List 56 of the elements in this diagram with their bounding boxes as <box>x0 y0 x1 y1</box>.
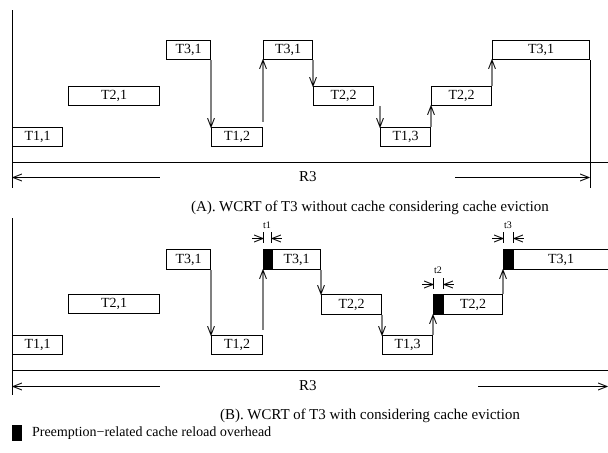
task-box <box>321 294 382 315</box>
task-label: T1,2 <box>224 338 250 352</box>
arrow <box>207 60 215 128</box>
task-label: T3,1 <box>283 252 310 266</box>
task-label: T2,1 <box>100 89 128 103</box>
task-label: T2,2 <box>460 298 486 312</box>
task-label: T3,1 <box>175 43 202 57</box>
legend-label: Preemption−related cache reload overhead <box>32 426 272 440</box>
arrow <box>427 106 435 128</box>
task-box <box>313 86 374 106</box>
task-box <box>211 335 263 355</box>
task-box <box>433 294 503 315</box>
task-label: T3,1 <box>175 252 202 266</box>
task-label: T2,2 <box>448 89 475 103</box>
caption: (B). WCRT of T3 with considering cache eviction <box>220 408 520 422</box>
task-box <box>12 335 63 355</box>
task-label: T1,1 <box>24 130 51 144</box>
arrow <box>309 60 317 86</box>
task-label: T3,1 <box>274 43 302 57</box>
task-box <box>12 127 63 147</box>
arrow <box>429 314 437 336</box>
task-label: T1,3 <box>392 130 419 144</box>
arrow <box>376 106 384 128</box>
task-label: T3,1 <box>528 43 554 57</box>
task-box <box>166 249 211 270</box>
task-box <box>211 127 263 147</box>
task-label: T1,1 <box>24 338 51 352</box>
task-label: T1,2 <box>224 130 250 144</box>
arrow <box>488 60 496 86</box>
arrow <box>259 60 267 122</box>
task-label: T2,2 <box>330 89 357 103</box>
task-label: T3,1 <box>548 252 574 266</box>
arrow <box>207 270 215 336</box>
task-box <box>380 127 431 147</box>
arrow <box>499 270 507 294</box>
dimension-label: R3 <box>297 170 319 184</box>
task-box <box>263 249 321 270</box>
dimension-label: R3 <box>297 378 319 394</box>
task-box <box>166 40 211 60</box>
dimension-label: t3 <box>504 221 512 231</box>
task-label: T2,2 <box>338 298 365 312</box>
arrow <box>259 270 267 330</box>
arrow <box>317 270 325 294</box>
task-box <box>382 335 433 355</box>
task-label: T2,1 <box>100 297 128 311</box>
task-box <box>68 86 160 106</box>
dimension-label: t1 <box>263 221 271 231</box>
dimension-label: t2 <box>434 266 442 276</box>
caption: (A). WCRT of T3 without cache considering cache eviction <box>191 200 549 214</box>
task-box <box>68 294 160 314</box>
task-box <box>503 249 608 270</box>
arrow <box>378 314 386 336</box>
task-box <box>263 40 313 60</box>
task-label: T1,3 <box>394 338 421 352</box>
task-box <box>492 40 590 60</box>
task-box <box>431 86 492 106</box>
